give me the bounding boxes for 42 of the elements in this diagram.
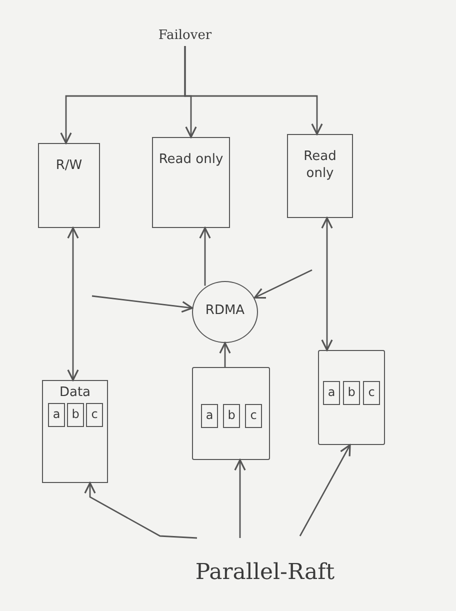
letter-label: c (367, 385, 376, 401)
letter-label: b (226, 408, 236, 424)
arrow (84, 482, 198, 539)
small-box (323, 381, 340, 405)
letter-label: b (346, 385, 356, 401)
small-box (67, 403, 84, 427)
letter-label: c (90, 407, 99, 423)
arrow (299, 444, 351, 536)
rdma-circle (192, 281, 258, 343)
box-label: Data (58, 385, 92, 402)
letter-label: a (52, 407, 62, 423)
arrow (184, 46, 323, 135)
arrow (219, 342, 231, 367)
small-box (223, 404, 240, 428)
letter-label: b (70, 407, 80, 423)
small-box (86, 403, 103, 427)
small-box (48, 403, 65, 427)
small-box (245, 404, 262, 428)
arrow (321, 217, 333, 351)
box-label: R/W (54, 158, 84, 175)
arrow (234, 459, 246, 538)
arrow (67, 227, 79, 381)
box (192, 367, 270, 460)
letter-label: a (326, 385, 336, 401)
caption-label: Parallel-Raft (185, 560, 345, 590)
small-box (363, 381, 380, 405)
box (38, 143, 100, 228)
small-box (343, 381, 360, 405)
box (318, 350, 385, 445)
box (287, 134, 353, 218)
box-label: Read only (302, 149, 338, 183)
box-label: Read only (158, 152, 224, 169)
box (42, 380, 108, 483)
box-label: RDMA (204, 303, 246, 320)
small-box (201, 404, 218, 428)
arrow (92, 295, 194, 313)
arrow (199, 227, 211, 286)
letter-label: c (249, 408, 258, 424)
node-label: Failover (158, 28, 212, 46)
arrow (254, 269, 312, 299)
box (152, 137, 230, 228)
letter-label: a (204, 408, 214, 424)
